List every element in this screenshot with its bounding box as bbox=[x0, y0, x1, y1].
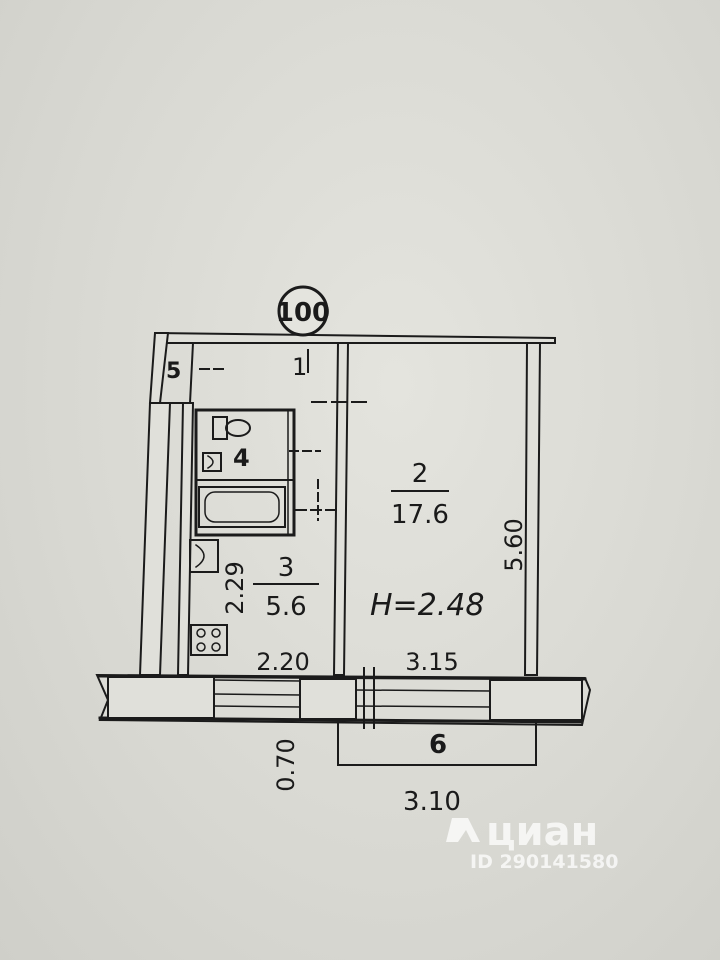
top-wall bbox=[154, 331, 556, 344]
sink-icon bbox=[202, 452, 222, 472]
right-wall bbox=[523, 342, 542, 676]
dim-kitchen-width: 2.20 bbox=[256, 648, 309, 676]
cian-logo-icon bbox=[446, 818, 480, 842]
kitchen-sink-icon bbox=[189, 539, 219, 573]
room-3-number: 3 bbox=[278, 553, 295, 583]
room-5-number: 5 bbox=[166, 359, 181, 384]
watermark-brand: циан bbox=[486, 809, 598, 855]
bathroom-walls bbox=[194, 408, 296, 537]
balcony-door bbox=[355, 667, 491, 729]
pier bbox=[299, 678, 357, 720]
pier bbox=[107, 676, 215, 719]
cian-watermark: циан ID 290141580 bbox=[446, 809, 618, 873]
balcony-outline bbox=[337, 721, 537, 766]
watermark-id: ID 290141580 bbox=[470, 851, 618, 873]
left-wall-lower bbox=[138, 402, 172, 676]
room-1-number: 1 bbox=[292, 353, 307, 381]
room-2-number: 2 bbox=[412, 459, 429, 489]
bathtub-icon bbox=[198, 486, 286, 528]
dim-balcony-width: 3.10 bbox=[403, 787, 461, 817]
storage-partition bbox=[188, 341, 195, 405]
room-3-area: 5.6 bbox=[265, 592, 306, 622]
ceiling-height: H=2.48 bbox=[370, 588, 485, 623]
partition-wall-room2 bbox=[332, 342, 350, 676]
apartment-number-circle bbox=[277, 285, 329, 337]
room-4-number: 4 bbox=[233, 444, 250, 472]
apartment-number: 100 bbox=[276, 298, 330, 328]
dim-kitchen-length: 2.29 bbox=[221, 561, 249, 614]
room-2-area: 17.6 bbox=[391, 500, 449, 530]
stove-icon bbox=[190, 624, 228, 656]
dim-balcony-depth: 0.70 bbox=[272, 738, 300, 791]
dim-room2-width: 3.15 bbox=[405, 648, 458, 676]
toilet-icon bbox=[212, 416, 251, 440]
dim-room2-length: 5.60 bbox=[500, 518, 528, 571]
pier bbox=[489, 679, 583, 721]
room-6-number: 6 bbox=[429, 730, 447, 760]
